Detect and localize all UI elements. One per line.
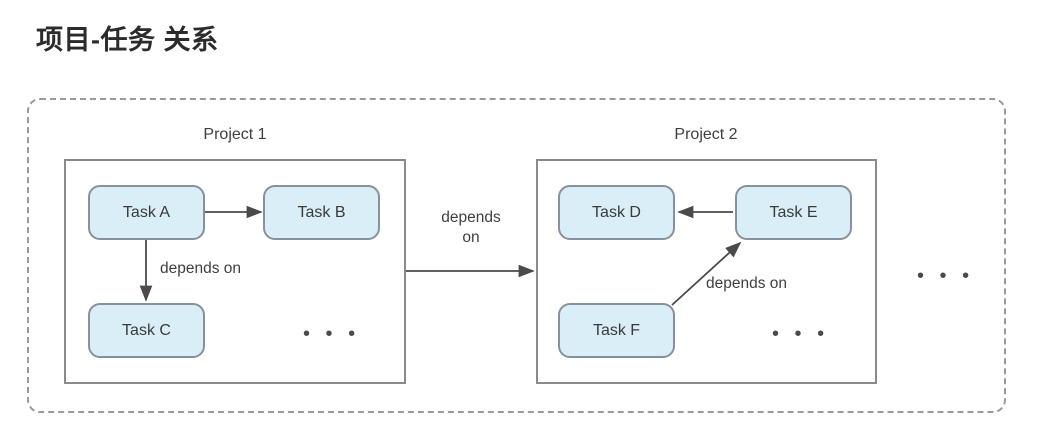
project-1-label: Project 1	[203, 126, 267, 143]
project-1-box	[64, 159, 406, 384]
project-2-box	[536, 159, 877, 384]
projects-group-ellipsis: • • •	[917, 265, 975, 287]
project-2-label: Project 2	[674, 126, 738, 143]
task-node-task-c[interactable]: Task C	[88, 303, 205, 358]
edge-label-task-f-to-task-e: depends on	[706, 275, 788, 292]
page-title: 项目-任务 关系	[36, 25, 219, 55]
projects-group-container	[27, 98, 1006, 413]
edge-label-task-a-to-task-c: depends on	[160, 260, 242, 277]
task-node-task-a[interactable]: Task A	[88, 185, 205, 240]
task-node-task-d[interactable]: Task D	[558, 185, 675, 240]
edge-label-project-1-to-project-2: depends on	[441, 209, 501, 247]
task-node-task-e[interactable]: Task E	[735, 185, 852, 240]
task-node-task-f[interactable]: Task F	[558, 303, 675, 358]
task-node-task-b[interactable]: Task B	[263, 185, 380, 240]
project-1-ellipsis: • • •	[303, 323, 361, 345]
project-2-ellipsis: • • •	[772, 323, 830, 345]
